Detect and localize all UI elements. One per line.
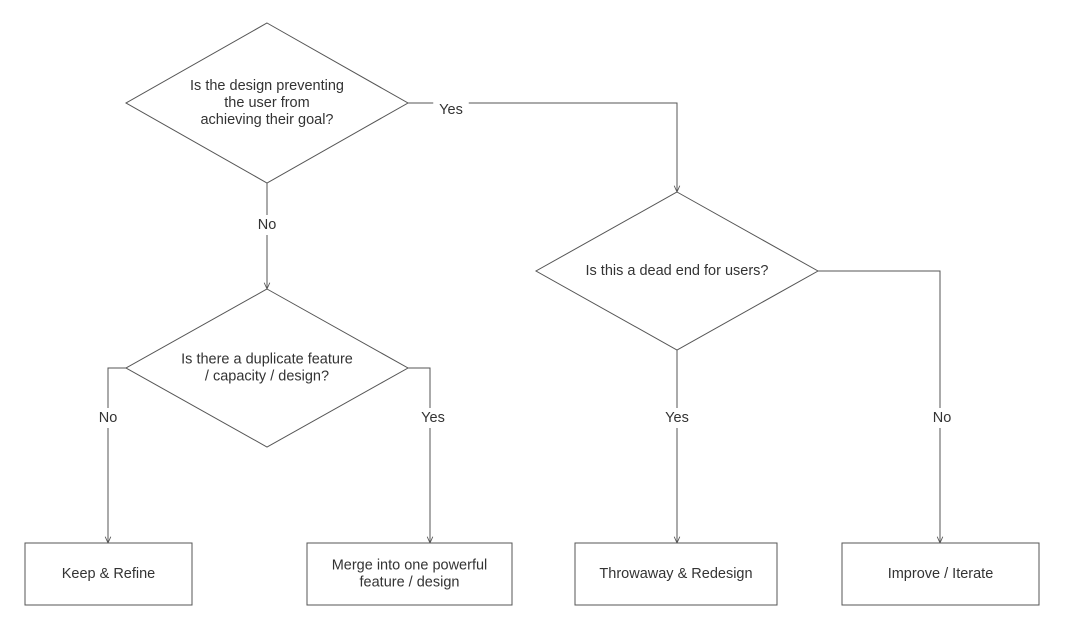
process-box xyxy=(24,542,193,606)
node-label-line: / capacity / design? xyxy=(205,369,329,385)
connector-arrow xyxy=(108,367,126,543)
connector-arrow xyxy=(818,270,940,543)
edge-label: No xyxy=(933,410,952,426)
node-label-line: Is there a duplicate feature xyxy=(181,352,353,368)
node-label-line: feature / design xyxy=(360,575,460,591)
process-box xyxy=(306,542,513,606)
decision-diamond xyxy=(124,288,410,448)
connector-arrow xyxy=(408,102,677,192)
edge-label: Yes xyxy=(665,410,689,426)
decision-node: Is there a duplicate feature/ capacity /… xyxy=(124,288,410,448)
connector-arrow xyxy=(408,367,430,543)
node-label-line: Merge into one powerful xyxy=(332,558,488,574)
decision-diamond xyxy=(124,22,410,184)
process-node: Improve / Iterate xyxy=(841,542,1040,606)
process-node: Keep & Refine xyxy=(24,542,193,606)
edge-label-background xyxy=(433,100,469,120)
node-label-line: the user from xyxy=(224,95,309,111)
process-box xyxy=(841,542,1040,606)
edge-label-background xyxy=(415,408,451,428)
node-label-line: Throwaway & Redesign xyxy=(599,566,752,582)
edge-label: No xyxy=(258,217,277,233)
edge-label-background xyxy=(253,215,281,235)
node-label-line: achieving their goal? xyxy=(200,112,333,128)
decision-node: Is this a dead end for users? xyxy=(534,191,820,351)
edge-label-background xyxy=(94,408,122,428)
node-label-line: Is the design preventing xyxy=(190,78,344,94)
edge-label: Yes xyxy=(421,410,445,426)
node-label-line: Is this a dead end for users? xyxy=(586,263,769,279)
edge-label-background xyxy=(659,408,695,428)
node-label-line: Keep & Refine xyxy=(62,566,156,582)
edge-label: Yes xyxy=(439,102,463,118)
edge-label: No xyxy=(99,410,118,426)
process-box xyxy=(574,542,778,606)
edge-label-background xyxy=(928,408,956,428)
process-node: Throwaway & Redesign xyxy=(574,542,778,606)
decision-diamond xyxy=(534,191,820,351)
node-label-line: Improve / Iterate xyxy=(888,566,994,582)
